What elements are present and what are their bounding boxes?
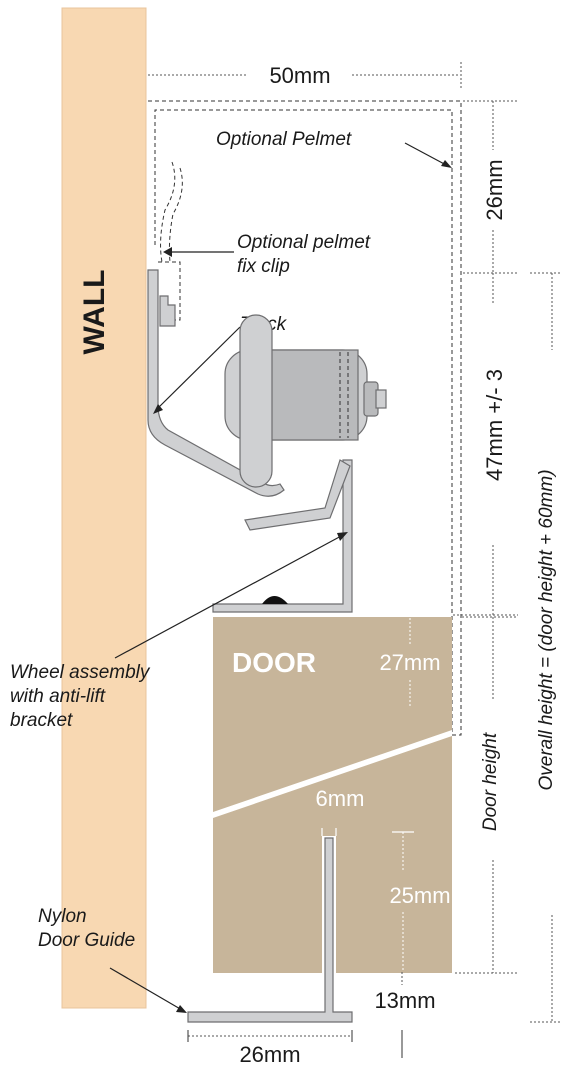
anti-lift-arm xyxy=(244,459,351,531)
guide-label-line2: Door Guide xyxy=(38,930,135,951)
optional-pelmet-label: Optional Pelmet xyxy=(216,129,352,150)
floor-gap-label: 13mm xyxy=(374,988,435,1013)
guide-arrowhead xyxy=(176,1005,187,1013)
door-label: DOOR xyxy=(232,647,316,678)
slot-depth-label: 25mm xyxy=(389,883,450,908)
pelmet-clip-arrowhead xyxy=(163,247,172,257)
guide-label-line1: Nylon xyxy=(38,906,87,927)
pelmet-fix-clip xyxy=(160,161,183,263)
track-arrow xyxy=(155,326,241,411)
track-clip-notch xyxy=(159,295,176,327)
anti-lift-bracket xyxy=(212,459,353,613)
door-offset-label: 27mm xyxy=(379,650,440,675)
wheel xyxy=(239,314,273,488)
wheel-assembly-arrow xyxy=(114,534,344,659)
nylon-door-guide xyxy=(187,837,353,1023)
pelmet-clip-bracket xyxy=(158,261,181,321)
pelmet-clip-label-line1: Optional pelmet xyxy=(237,232,371,253)
wheel-body-inner xyxy=(267,349,359,441)
wall xyxy=(61,7,147,1009)
guide-arrow xyxy=(109,967,183,1011)
optional-pelmet-arrowhead xyxy=(441,160,452,168)
wheel-assembly-label-line1: Wheel assembly xyxy=(10,662,151,683)
overall-height-label: Overall height = (door height + 60mm) xyxy=(536,469,557,790)
bolt-nut xyxy=(375,389,387,409)
door-height-label: Door height xyxy=(480,732,501,831)
track-height-label: 47mm +/- 3 xyxy=(482,369,507,481)
width-dimension-label: 50mm xyxy=(269,63,330,88)
wheel-assembly-arrowhead xyxy=(337,532,348,541)
screw-head xyxy=(262,596,288,604)
pelmet-clip-label-line2: fix clip xyxy=(237,256,290,277)
pelmet-height-label: 26mm xyxy=(482,159,507,220)
wheel-assembly-label-line3: bracket xyxy=(10,710,73,731)
door-cut-line xyxy=(213,730,452,818)
track-arrowhead xyxy=(153,404,163,414)
guide-width-label: 26mm xyxy=(239,1042,300,1066)
track-profile xyxy=(147,269,285,497)
slot-width-label: 6mm xyxy=(316,786,365,811)
optional-pelmet-arrow xyxy=(404,142,449,167)
wheel-assembly-label-line2: with anti-lift xyxy=(10,686,106,707)
wall-label: WALL xyxy=(78,270,111,355)
